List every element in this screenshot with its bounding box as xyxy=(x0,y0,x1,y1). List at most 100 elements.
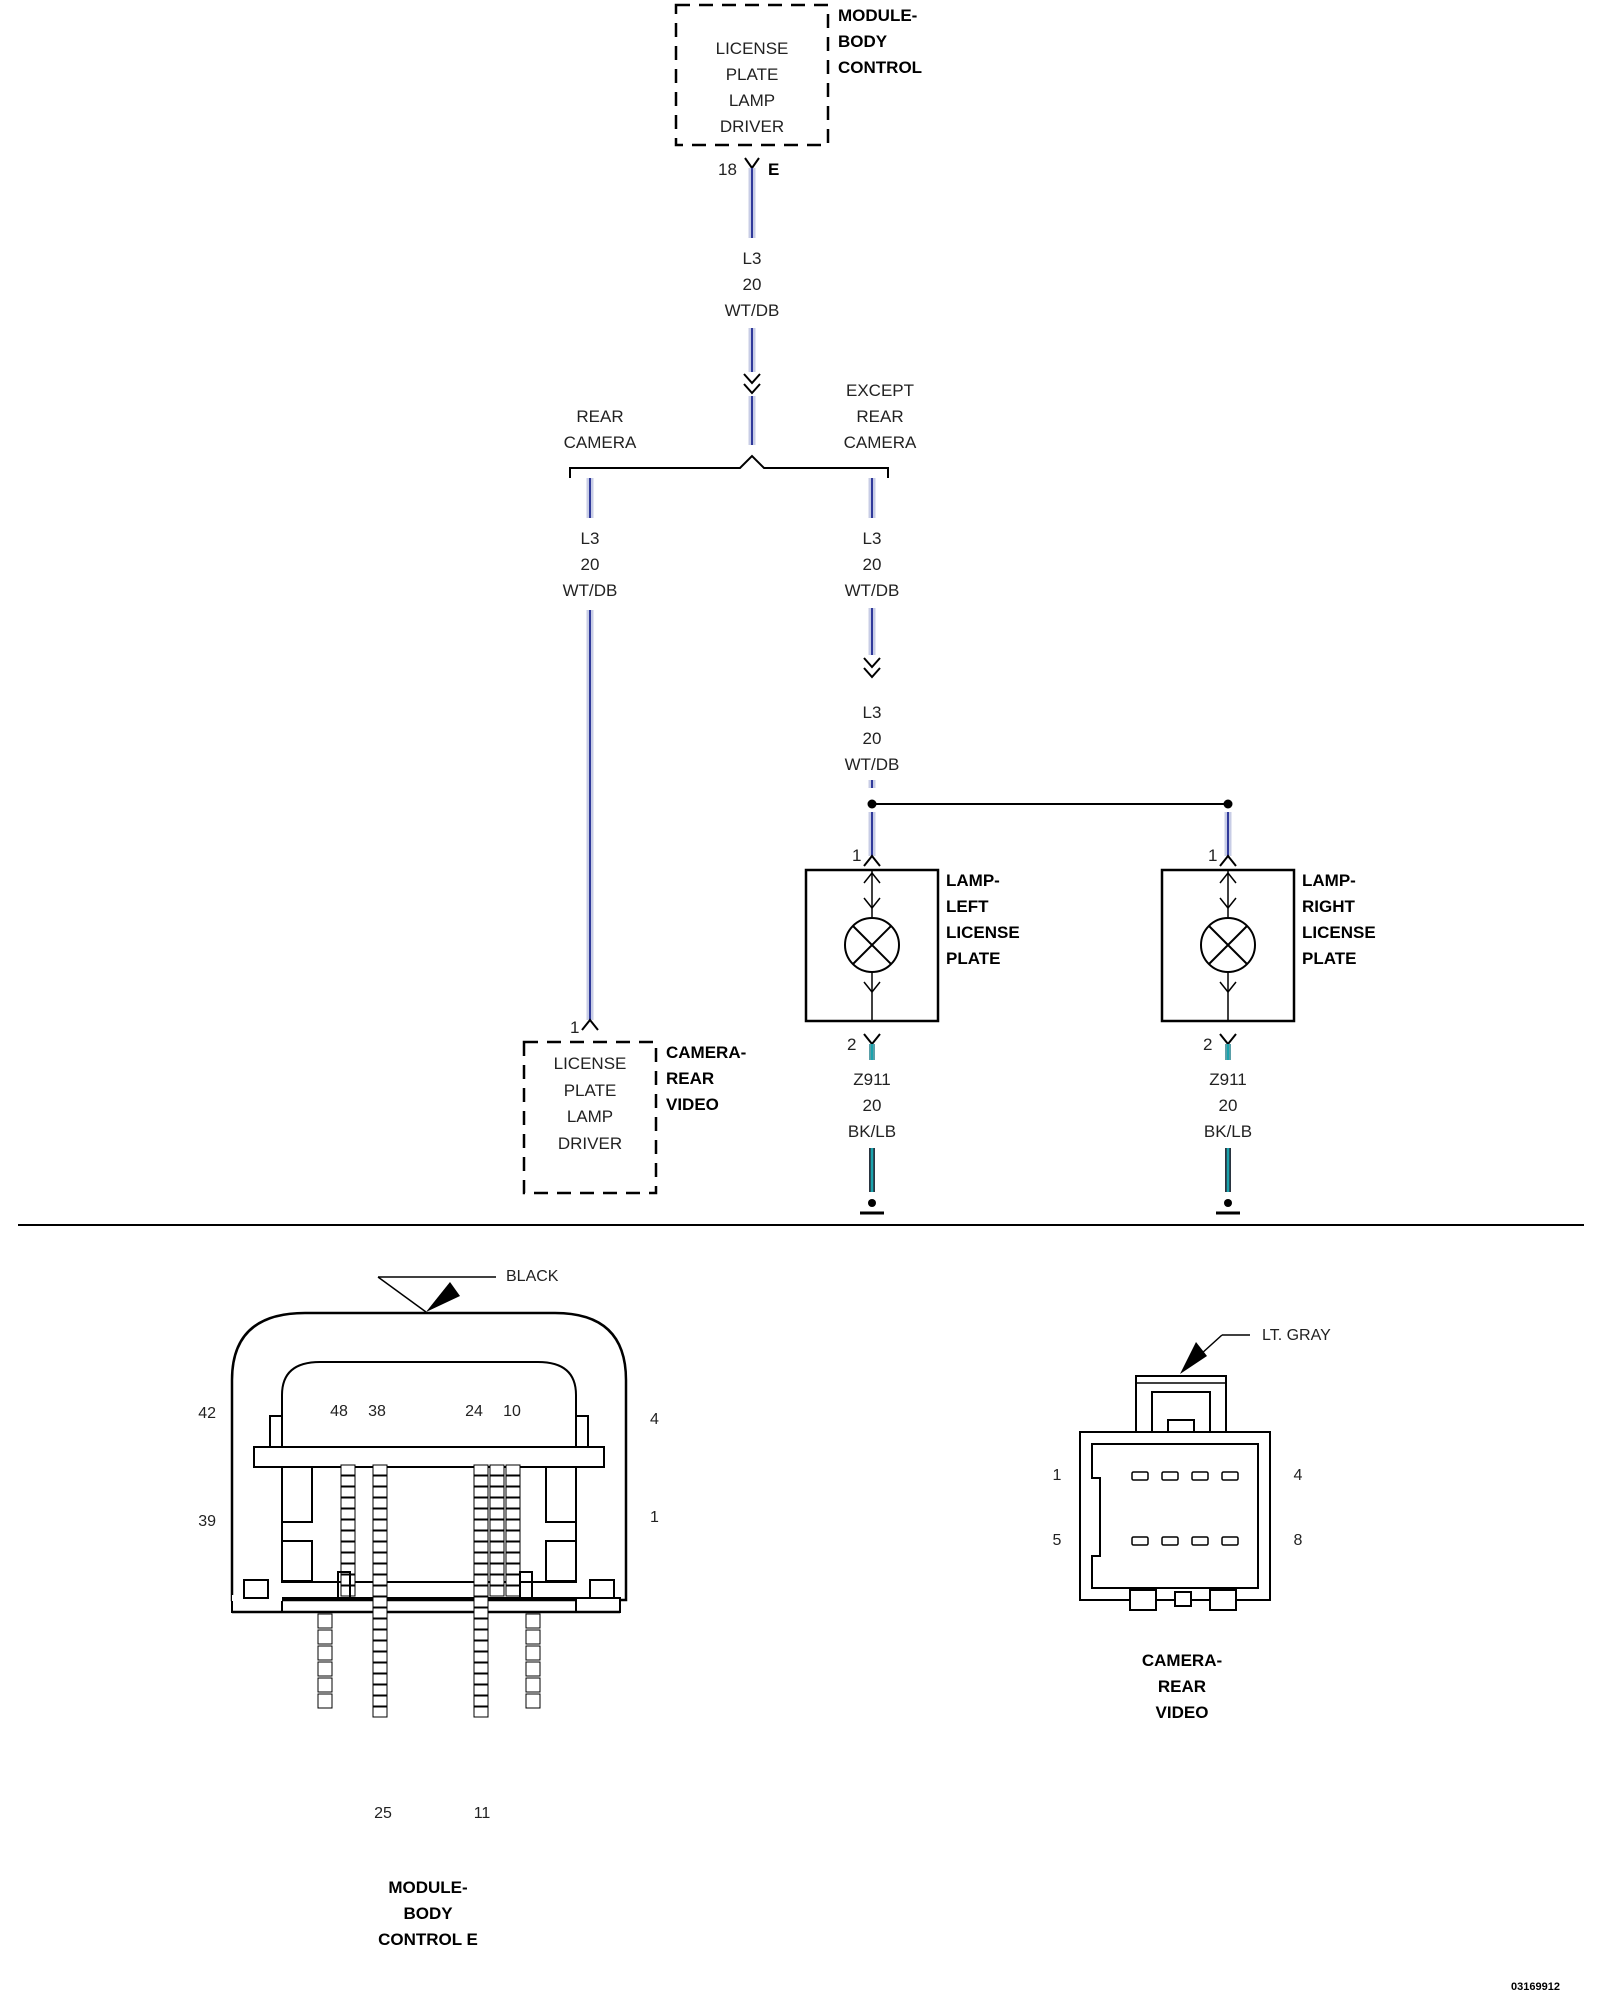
lamp-left-bulb-cross xyxy=(852,925,892,965)
bcm-cavity xyxy=(473,1574,489,1586)
ground-left-gauge: 20 xyxy=(863,1096,882,1115)
wire-rear-color: WT/DB xyxy=(563,581,618,600)
ground-right-color: BK/LB xyxy=(1204,1122,1252,1141)
bcm-cavity xyxy=(489,1486,505,1498)
bcm-cavity xyxy=(372,1673,388,1685)
bcm-cavity xyxy=(473,1585,489,1597)
bcm-pin-4: 4 xyxy=(650,1411,659,1428)
bcm-connector-block-tl xyxy=(281,1466,313,1523)
inline-connector-except xyxy=(863,657,881,679)
wire-except-segments xyxy=(868,478,1232,856)
bcm-cavity xyxy=(372,1563,388,1575)
bcm-connector-leader-diag xyxy=(377,1276,427,1313)
lamp-right-arrow-top xyxy=(1219,871,1237,884)
lamp-right-pin-top: 1 xyxy=(1208,846,1217,865)
inline-connector-main xyxy=(743,373,761,395)
bcm-connector-inner-arch xyxy=(281,1361,577,1420)
bcm-connector-cavities xyxy=(317,1464,541,1718)
lamp-right-pin-bottom: 2 xyxy=(1203,1035,1212,1054)
lamp-left-top-terminal xyxy=(863,854,881,867)
wire-except2-circuit: L3 xyxy=(863,703,882,722)
wire-except-gauge: 20 xyxy=(863,555,882,574)
bcm-cavity xyxy=(473,1497,489,1509)
bcm-cavity xyxy=(505,1552,521,1564)
bcm-cavity xyxy=(473,1563,489,1575)
splice-dot-left xyxy=(867,799,877,809)
bcm-cavity xyxy=(473,1541,489,1553)
lamp-left-arrow-bottom xyxy=(863,981,881,994)
bcm-pin-38: 38 xyxy=(368,1403,386,1420)
bcm-cavity xyxy=(340,1563,356,1575)
ground-left-circuit: Z911 xyxy=(853,1070,891,1089)
bcm-cavity xyxy=(489,1508,505,1520)
camera-cavity xyxy=(1221,1536,1239,1546)
bcm-connector-foot-right xyxy=(575,1597,621,1613)
bcm-cavity xyxy=(473,1508,489,1520)
bcm-connector-block-tr xyxy=(545,1466,577,1523)
bcm-cavity xyxy=(372,1497,388,1509)
bcm-pin-number: 18 xyxy=(718,160,737,179)
camera-cavity xyxy=(1131,1536,1149,1546)
bcm-cavity xyxy=(372,1541,388,1553)
bcm-cavity xyxy=(372,1475,388,1487)
bcm-cavity xyxy=(372,1640,388,1652)
bcm-driver-line4: DRIVER xyxy=(720,117,784,136)
bcm-side-cavity xyxy=(317,1613,333,1629)
lamp-right-arrow-mid xyxy=(1219,897,1237,910)
camera-driver-line3: LAMP xyxy=(567,1107,613,1126)
bcm-connector-block-ml xyxy=(281,1540,313,1582)
bcm-connector-block-mr xyxy=(545,1540,577,1582)
camera-dashed-box xyxy=(522,1040,658,1195)
bcm-cavity xyxy=(340,1541,356,1553)
option-branch-brace xyxy=(569,454,889,478)
bcm-side-cavity xyxy=(525,1677,541,1693)
bcm-side-cavity xyxy=(525,1629,541,1645)
bcm-connector-letter: E xyxy=(768,160,779,179)
bcm-cavity xyxy=(473,1530,489,1542)
bcm-side-cavity xyxy=(317,1661,333,1677)
camera-cavity xyxy=(1161,1471,1179,1481)
bcm-cavity xyxy=(489,1552,505,1564)
bcm-connector-body xyxy=(281,1467,577,1583)
bcm-cavity xyxy=(505,1541,521,1553)
bcm-cavity xyxy=(473,1673,489,1685)
camera-cavity xyxy=(1191,1536,1209,1546)
bcm-name-line2: BODY xyxy=(838,32,888,51)
wire-except-color: WT/DB xyxy=(845,581,900,600)
camera-pin-4: 4 xyxy=(1294,1467,1303,1484)
camera-name-line1: CAMERA- xyxy=(666,1043,746,1062)
bcm-side-cavity xyxy=(525,1693,541,1709)
lamp-right-bulb-cross xyxy=(1208,925,1248,965)
wire-except2-color: WT/DB xyxy=(845,755,900,774)
bcm-pin-39: 39 xyxy=(198,1513,216,1530)
bcm-cavity xyxy=(372,1574,388,1586)
bcm-side-cavity xyxy=(317,1645,333,1661)
wire-rear-circuit: L3 xyxy=(581,529,600,548)
lamp-right-top-terminal xyxy=(1219,854,1237,867)
bcm-cavity xyxy=(340,1552,356,1564)
bcm-side-cavity xyxy=(525,1613,541,1629)
bcm-side-cavity xyxy=(525,1661,541,1677)
bcm-cavity xyxy=(340,1519,356,1531)
camera-cavity xyxy=(1191,1471,1209,1481)
lamp-right-bottom-terminal xyxy=(1219,1033,1237,1046)
bcm-cavity xyxy=(340,1464,356,1476)
wire-except2-gauge: 20 xyxy=(863,729,882,748)
lamp-left-pin-top: 1 xyxy=(852,846,861,865)
bcm-cavity xyxy=(340,1508,356,1520)
bcm-pin-10: 10 xyxy=(503,1403,521,1420)
camera-connector-foot-3 xyxy=(1209,1589,1237,1611)
lamp-right-component: 1 LAMP- RIGHT LICENSE PLATE 2 xyxy=(1160,846,1376,1054)
lamp-left-name-line1: LAMP- xyxy=(946,871,1000,890)
bcm-cavity xyxy=(505,1475,521,1487)
bcm-connector-name-line2: BODY xyxy=(403,1904,453,1923)
bcm-connector-name-line3: CONTROL E xyxy=(378,1930,478,1949)
bcm-cavity xyxy=(372,1596,388,1608)
bcm-cavity xyxy=(340,1574,356,1586)
bcm-connector-side-rails xyxy=(243,1579,615,1599)
bcm-name-line3: CONTROL xyxy=(838,58,922,77)
wire-except-circuit: L3 xyxy=(863,529,882,548)
lamp-left-name-line3: LICENSE xyxy=(946,923,1020,942)
bcm-cavity xyxy=(340,1497,356,1509)
